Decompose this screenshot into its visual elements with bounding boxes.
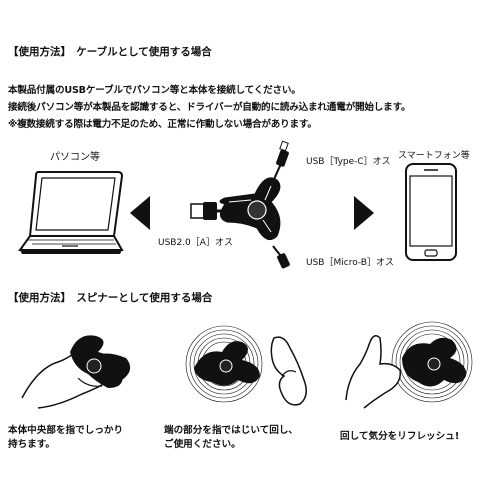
arrow-right-icon (354, 196, 374, 230)
instruction-line-2: 接続後パソコン等が本製品を認識すると、ドライバーが自動的に読み込まれ通電が開始し… (8, 102, 411, 113)
pc-label: パソコン等 (50, 152, 100, 163)
usb-microb-label: USB［Micro-B］オス (306, 258, 394, 268)
caption-flick-line2: ご使用ください。 (164, 439, 241, 450)
section2-heading: 【使用方法】 スピナーとして使用する場合 (8, 292, 213, 304)
caption-flick-line1: 端の部分を指ではじいて回し、 (164, 425, 299, 436)
caption-hold-line1: 本体中央部を指でしっかり (8, 425, 124, 436)
arrow-left-icon (130, 196, 150, 230)
usb-typec-label: USB［Type-C］オス (306, 157, 391, 167)
caption-hold: 本体中央部を指でしっかり 持ちます。 (8, 424, 123, 452)
hand-spinning-illustration (345, 321, 473, 409)
instruction-line-1: 本製品付属のUSBケーブルでパソコン等と本体を接続してください。 (8, 85, 301, 96)
hand-flicking-spinner-illustration (185, 325, 307, 406)
smartphone-label: スマートフォン等 (398, 151, 470, 161)
caption-refresh-line1: 回して気分をリフレッシュ! (340, 431, 460, 442)
instruction-line-3: ※複数接続する際は電力不足のため、正常に作動しない場合があります。 (8, 119, 317, 130)
caption-hold-line2: 持ちます。 (8, 439, 56, 450)
spinner-cable-illustration (190, 140, 290, 269)
usb-a-label: USB2.0［A］オス (158, 238, 233, 248)
hand-holding-spinner-illustration (21, 335, 131, 409)
caption-refresh: 回して気分をリフレッシュ! (340, 430, 459, 444)
laptop-icon (18, 171, 124, 254)
smartphone-icon (405, 163, 457, 261)
section1-heading: 【使用方法】 ケーブルとして使用する場合 (8, 46, 212, 58)
caption-flick: 端の部分を指ではじいて回し、 ご使用ください。 (164, 424, 298, 452)
